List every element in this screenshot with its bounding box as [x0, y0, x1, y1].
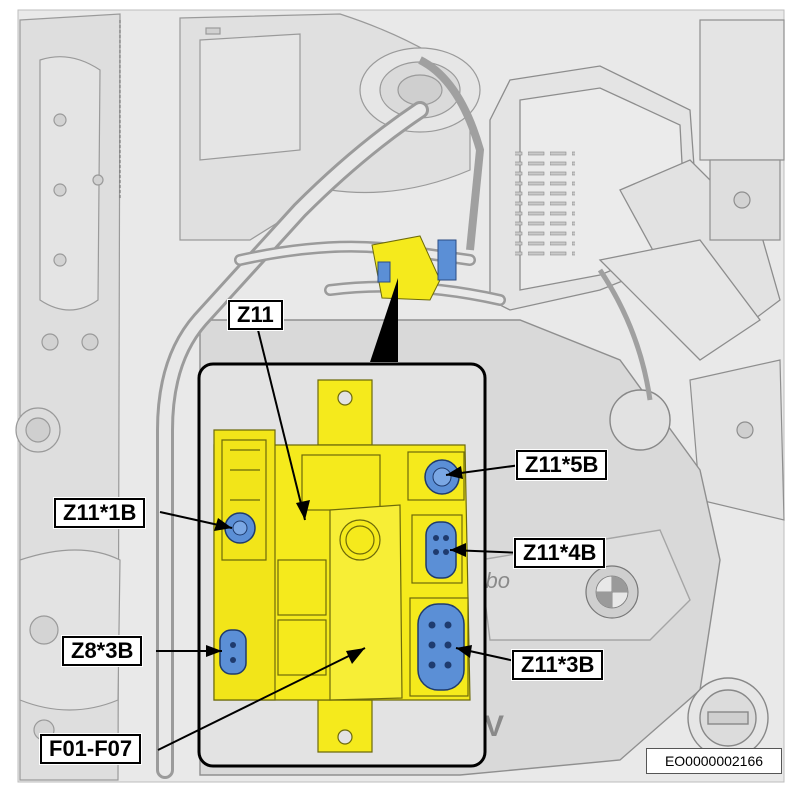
label-z8-3b: Z8*3B [62, 636, 143, 666]
connector-z8-3b-icon [219, 629, 247, 675]
fuse-box-location-highlight [371, 235, 457, 301]
connector-z11-4b-icon [425, 521, 457, 579]
label-z11-1b: Z11*1B [54, 498, 146, 528]
connector-z11-3b-icon [417, 603, 465, 691]
air-filter-box [489, 65, 781, 361]
strut-tower [179, 13, 481, 241]
inset-pointer-wedge [370, 278, 398, 362]
label-z11-5b: Z11*5B [516, 450, 608, 480]
label-z11-4b: Z11*4B [514, 538, 606, 568]
engine-cover-letter: V [484, 710, 504, 743]
label-z11: Z11 [228, 300, 283, 330]
left-fender-panel [15, 13, 121, 781]
connector-z11-5b-icon [424, 459, 460, 495]
fuse-box-inset [197, 362, 487, 768]
oil-filter-housing-icon [609, 389, 671, 451]
label-z11-3b: Z11*3B [512, 650, 604, 680]
connector-z11-1b-icon [224, 512, 256, 544]
leader-arrowheads [206, 466, 472, 664]
document-id-label: EO0000002166 [646, 748, 782, 774]
label-f01-f07: F01-F07 [40, 734, 142, 764]
